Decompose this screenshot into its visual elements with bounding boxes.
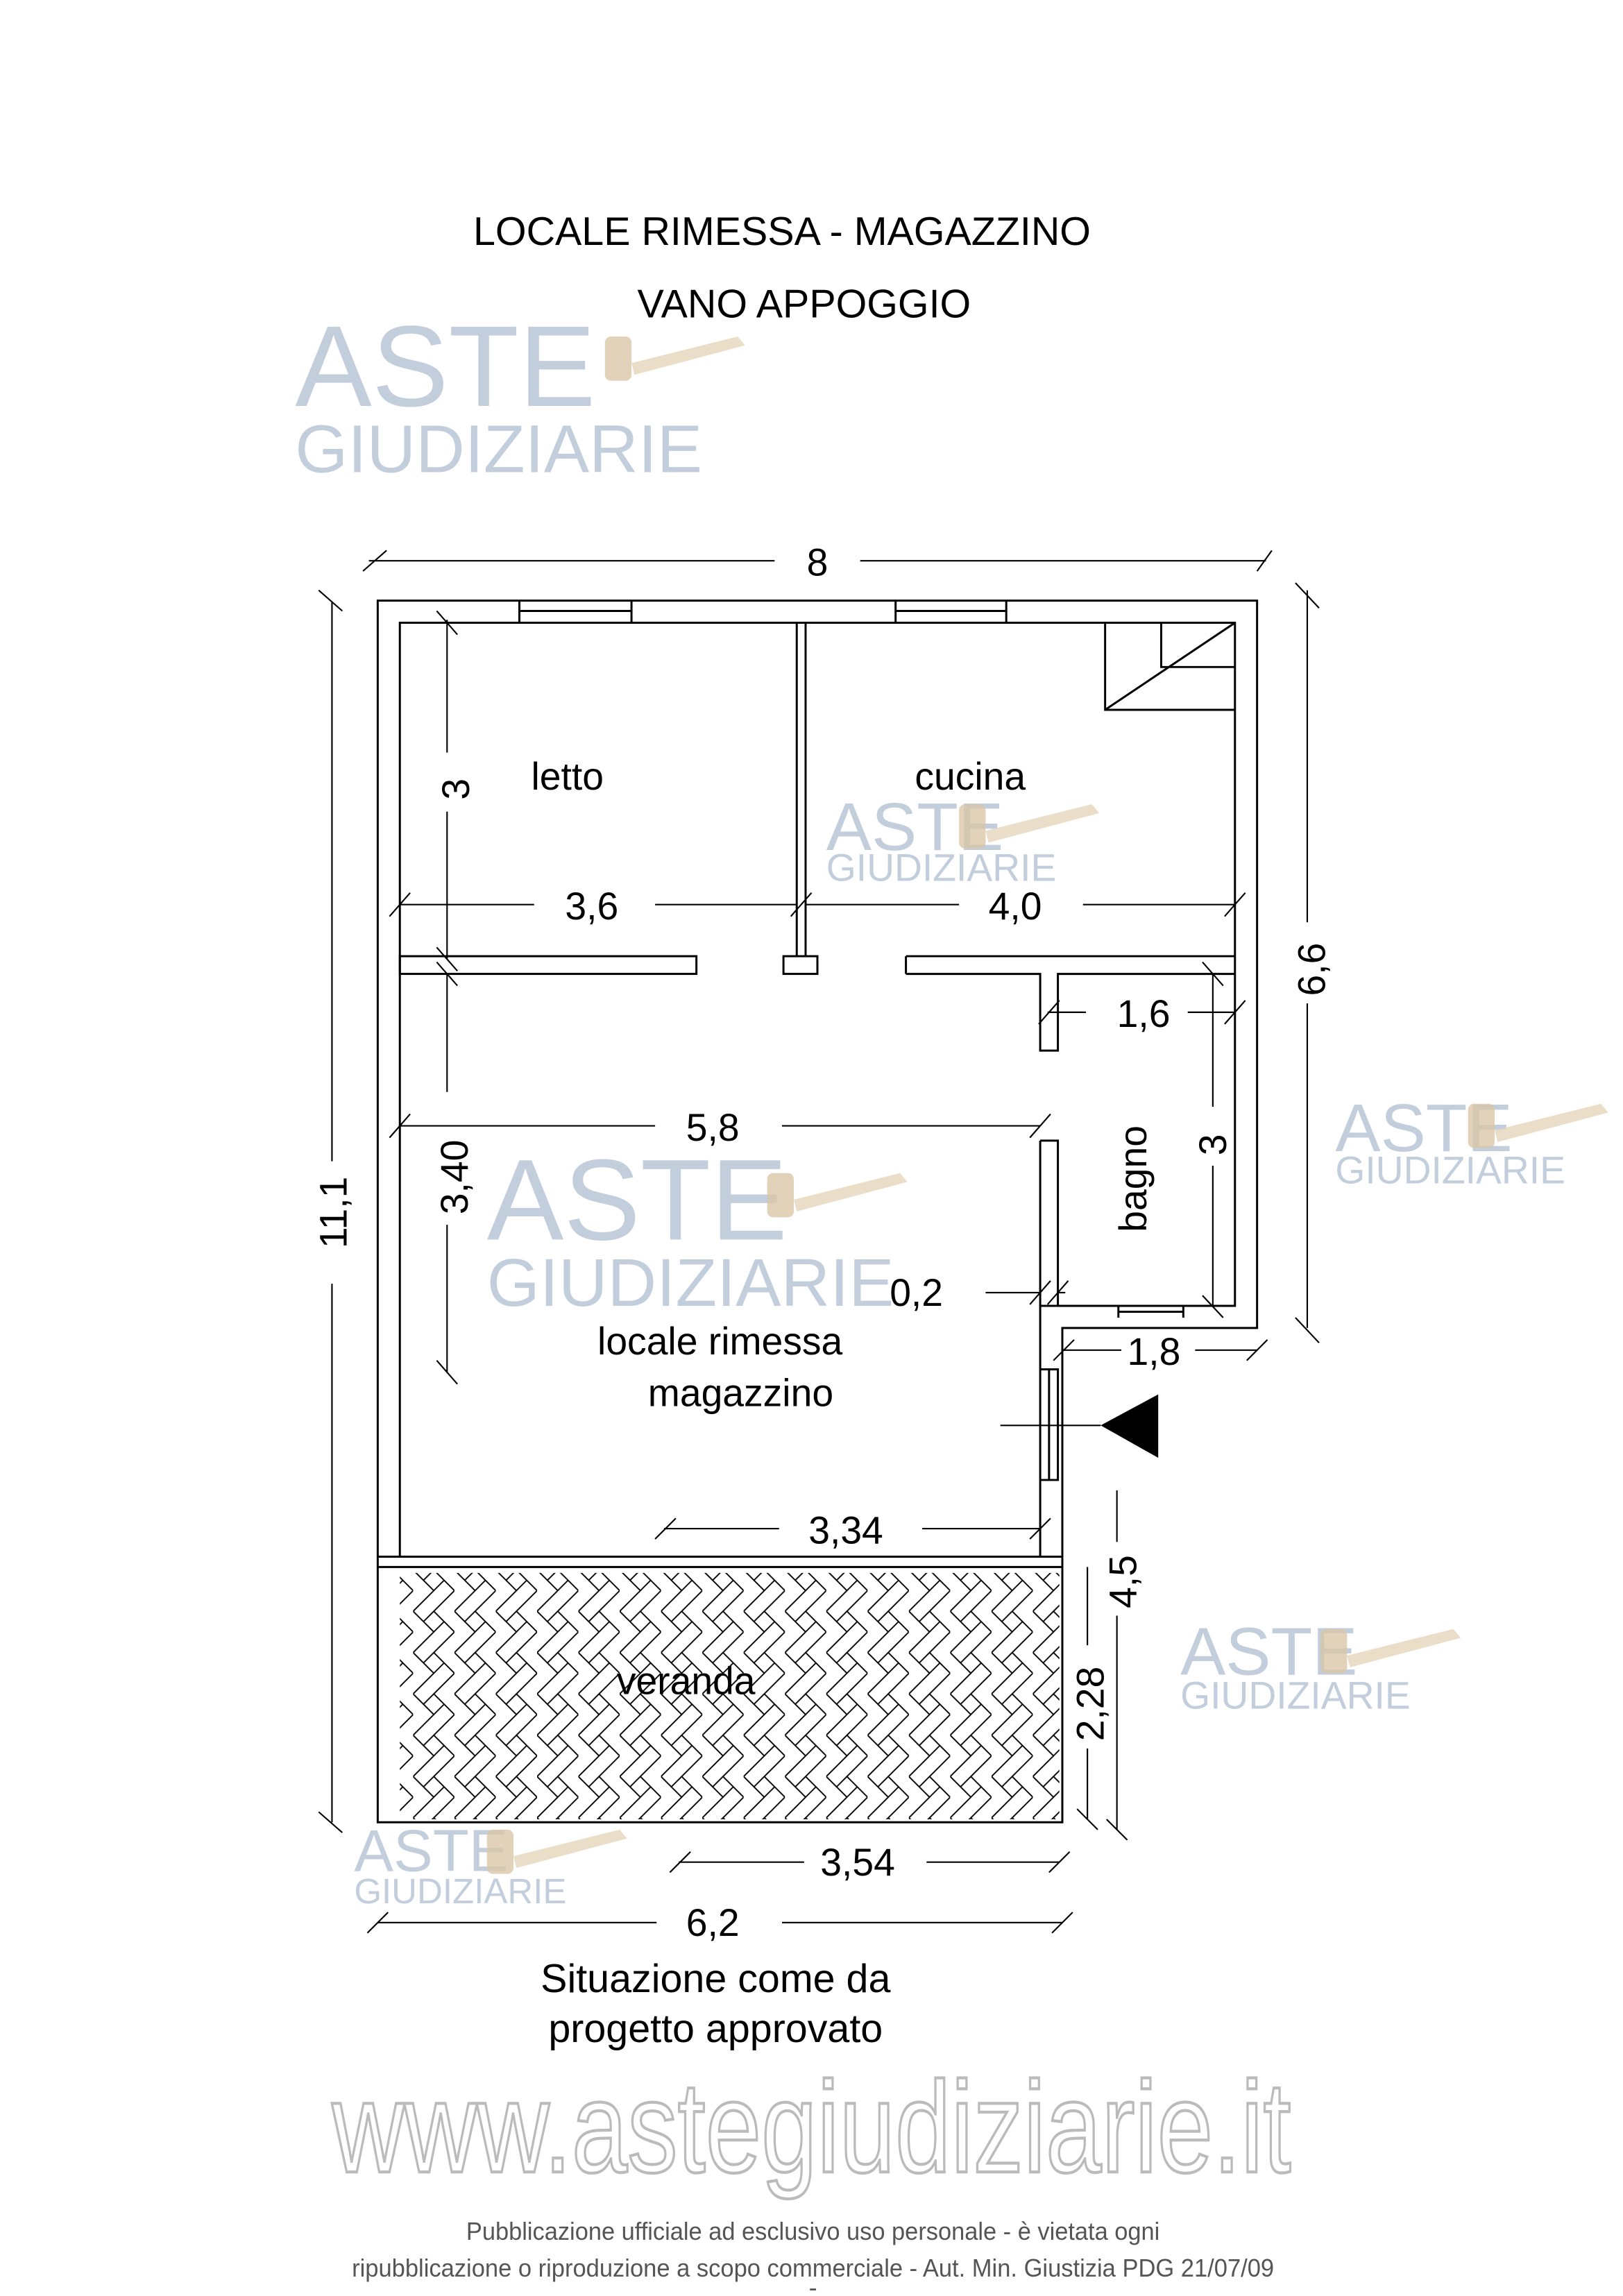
dim-top-width: 8	[807, 541, 829, 584]
dim-bagno-height: 3	[1191, 1134, 1234, 1155]
walls	[376, 599, 1259, 1823]
caption-line-1: Situazione come da	[541, 1957, 890, 2001]
aste-watermark-bagno: ASTE GIUDIZIARIE	[1335, 1089, 1608, 1192]
svg-text:GIUDIZIARIE: GIUDIZIARIE	[1180, 1674, 1411, 1717]
room-label-veranda: veranda	[617, 1659, 756, 1702]
aste-watermark-cucina: ASTE GIUDIZIARIE	[826, 788, 1100, 890]
entrance-arrow-icon	[1101, 1394, 1159, 1459]
svg-text:GIUDIZIARIE: GIUDIZIARIE	[354, 1871, 566, 1911]
veranda-floor-pattern	[400, 1572, 1060, 1819]
footer-mark: -	[809, 2273, 817, 2296]
title-line-2: VANO APPOGGIO	[638, 282, 971, 326]
room-label-magazzino: magazzino	[648, 1372, 833, 1415]
room-label-cucina: cucina	[915, 755, 1026, 798]
url-watermark: www.astegiudiziarie.it	[332, 2055, 1291, 2200]
svg-text:GIUDIZIARIE: GIUDIZIARIE	[826, 847, 1057, 890]
dim-bottom-width: 6,2	[686, 1901, 740, 1944]
dim-right-height: 6,6	[1290, 943, 1333, 996]
svg-text:GIUDIZIARIE: GIUDIZIARIE	[1335, 1149, 1565, 1192]
dim-letto-height: 3	[434, 779, 477, 800]
footer-line-2: ripubblicazione o riproduzione a scopo c…	[352, 2254, 1274, 2282]
aste-logo-watermark: ASTE GIUDIZIARIE	[295, 303, 745, 487]
room-label-letto: letto	[531, 755, 603, 798]
footer-line-1: Pubblicazione ufficiale ad esclusivo uso…	[466, 2217, 1159, 2245]
title-line-1: LOCALE RIMESSA - MAGAZZINO	[473, 210, 1091, 254]
room-label-bagno: bagno	[1112, 1125, 1155, 1232]
dim-wall: 0,2	[890, 1271, 943, 1314]
dim-rimessa-height: 3,40	[433, 1140, 476, 1215]
aste-watermark-veranda: ASTE GIUDIZIARIE	[1180, 1613, 1461, 1717]
dim-veranda-height: 2,28	[1069, 1667, 1112, 1742]
dim-right-lower: 4,5	[1101, 1555, 1144, 1608]
svg-text:ASTE: ASTE	[487, 1136, 788, 1264]
dim-letto-width: 3,6	[565, 885, 618, 928]
dimension-lines	[318, 550, 1320, 1934]
svg-text:GIUDIZIARIE: GIUDIZIARIE	[487, 1244, 894, 1320]
caption-line-2: progetto approvato	[548, 2007, 883, 2051]
svg-text:GIUDIZIARIE: GIUDIZIARIE	[295, 411, 702, 487]
dim-cucina-width: 4,0	[989, 885, 1042, 928]
room-label-rimessa: locale rimessa	[597, 1320, 842, 1363]
dim-rimessa-width: 5,8	[686, 1106, 740, 1149]
dim-rimessa-bottom: 3,34	[808, 1508, 883, 1551]
dim-veranda-width: 3,54	[820, 1841, 895, 1884]
dim-bagno-width: 1,6	[1117, 992, 1171, 1035]
aste-watermark-bottom: ASTE GIUDIZIARIE	[354, 1818, 627, 1911]
dim-step: 1,8	[1128, 1330, 1181, 1373]
svg-text:ASTE: ASTE	[295, 303, 595, 431]
svg-text:ASTE: ASTE	[354, 1818, 508, 1884]
dim-total-height: 11,1	[312, 1177, 355, 1248]
aste-watermark-left: ASTE GIUDIZIARIE	[487, 1136, 908, 1320]
